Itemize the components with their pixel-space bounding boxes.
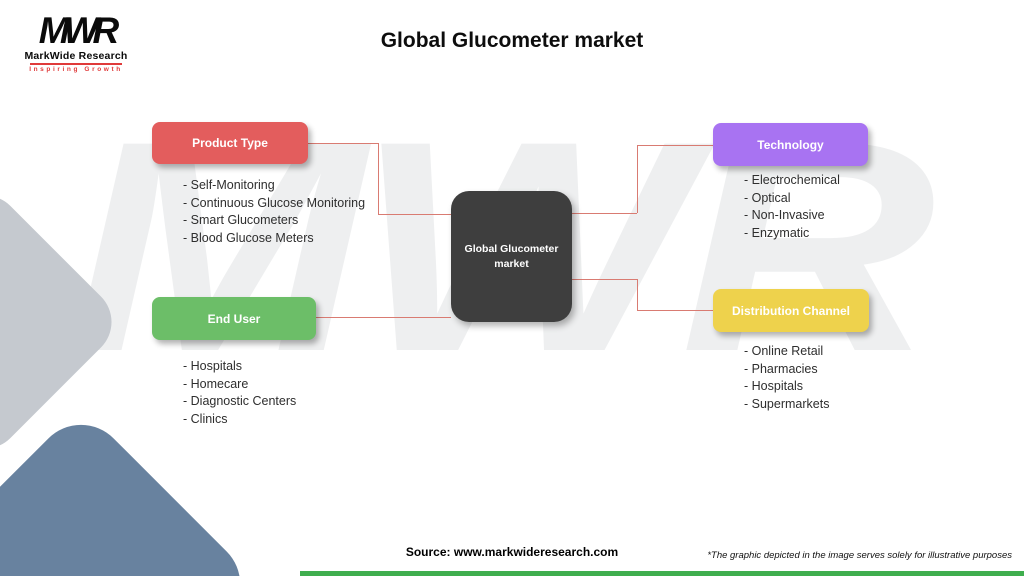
logo-rule: [30, 63, 122, 65]
list-item: - Online Retail: [744, 344, 824, 358]
segment-label: Distribution Channel: [732, 303, 850, 318]
segment-list-distribution-channel: - Online Retail - Pharmacies - Hospitals…: [744, 343, 829, 413]
source-label: Source:: [405, 545, 451, 559]
page-title: Global Glucometer market: [380, 29, 644, 52]
list-item: - Optical: [744, 190, 791, 205]
connector-line: [378, 143, 379, 214]
center-node: Global Glucometer market: [451, 191, 572, 322]
list-item: - Blood Glucose Meters: [183, 230, 314, 245]
list-item: - Homecare: [183, 376, 249, 391]
connector-line: [637, 145, 638, 213]
connector-line: [637, 279, 638, 310]
segment-label: End User: [207, 311, 261, 326]
list-item: - Non-Invasive: [744, 208, 825, 222]
list-item: - Hospitals: [744, 379, 804, 393]
connector-line: [637, 310, 713, 311]
source-url: www.markwideresearch.com: [453, 545, 619, 559]
connector-line: [572, 279, 637, 280]
segment-list-end-user: - Hospitals - Homecare - Diagnostic Cent…: [183, 358, 296, 428]
list-item: - Supermarkets: [744, 396, 830, 411]
connector-line: [308, 143, 378, 144]
connector-line: [316, 317, 451, 318]
logo-name: MarkWide Research: [24, 50, 128, 62]
list-item: - Hospitals: [183, 359, 243, 373]
list-item: - Diagnostic Centers: [183, 394, 297, 408]
logo-monogram: MWR: [38, 10, 119, 51]
list-item: - Enzymatic: [744, 225, 810, 240]
source-text: Source: www.markwideresearch.com: [0, 545, 1024, 559]
disclaimer-text: *The graphic depicted in the image serve…: [707, 550, 1012, 561]
connector-line: [572, 213, 637, 214]
segment-label: Product Type: [192, 136, 268, 150]
list-item: - Continuous Glucose Monitoring: [183, 195, 366, 210]
connector-line: [378, 214, 452, 215]
segment-list-technology: - Electrochemical - Optical - Non-Invasi…: [744, 172, 840, 242]
corner-shape-gray: [0, 180, 127, 464]
segment-label: Technology: [757, 137, 824, 152]
list-item: - Electrochemical: [744, 173, 840, 187]
list-item: - Pharmacies: [744, 361, 818, 376]
bottom-accent-bar: [300, 571, 1024, 576]
segment-box-distribution-channel: Distribution Channel: [713, 289, 869, 332]
logo-tagline: Inspiring Growth: [29, 66, 123, 73]
list-item: - Smart Glucometers: [183, 213, 299, 227]
segment-list-product-type: - Self-Monitoring - Continuous Glucose M…: [183, 177, 365, 247]
segment-box-product-type: Product Type: [152, 122, 308, 164]
list-item: - Self-Monitoring: [183, 178, 275, 192]
center-node-label: Global Glucometer market: [464, 243, 559, 270]
connector-line: [637, 145, 713, 146]
logo: MWR MarkWide Research Inspiring Growth: [20, 12, 132, 73]
list-item: - Clinics: [183, 411, 228, 426]
segment-box-end-user: End User: [152, 297, 316, 340]
segment-box-technology: Technology: [713, 123, 868, 166]
